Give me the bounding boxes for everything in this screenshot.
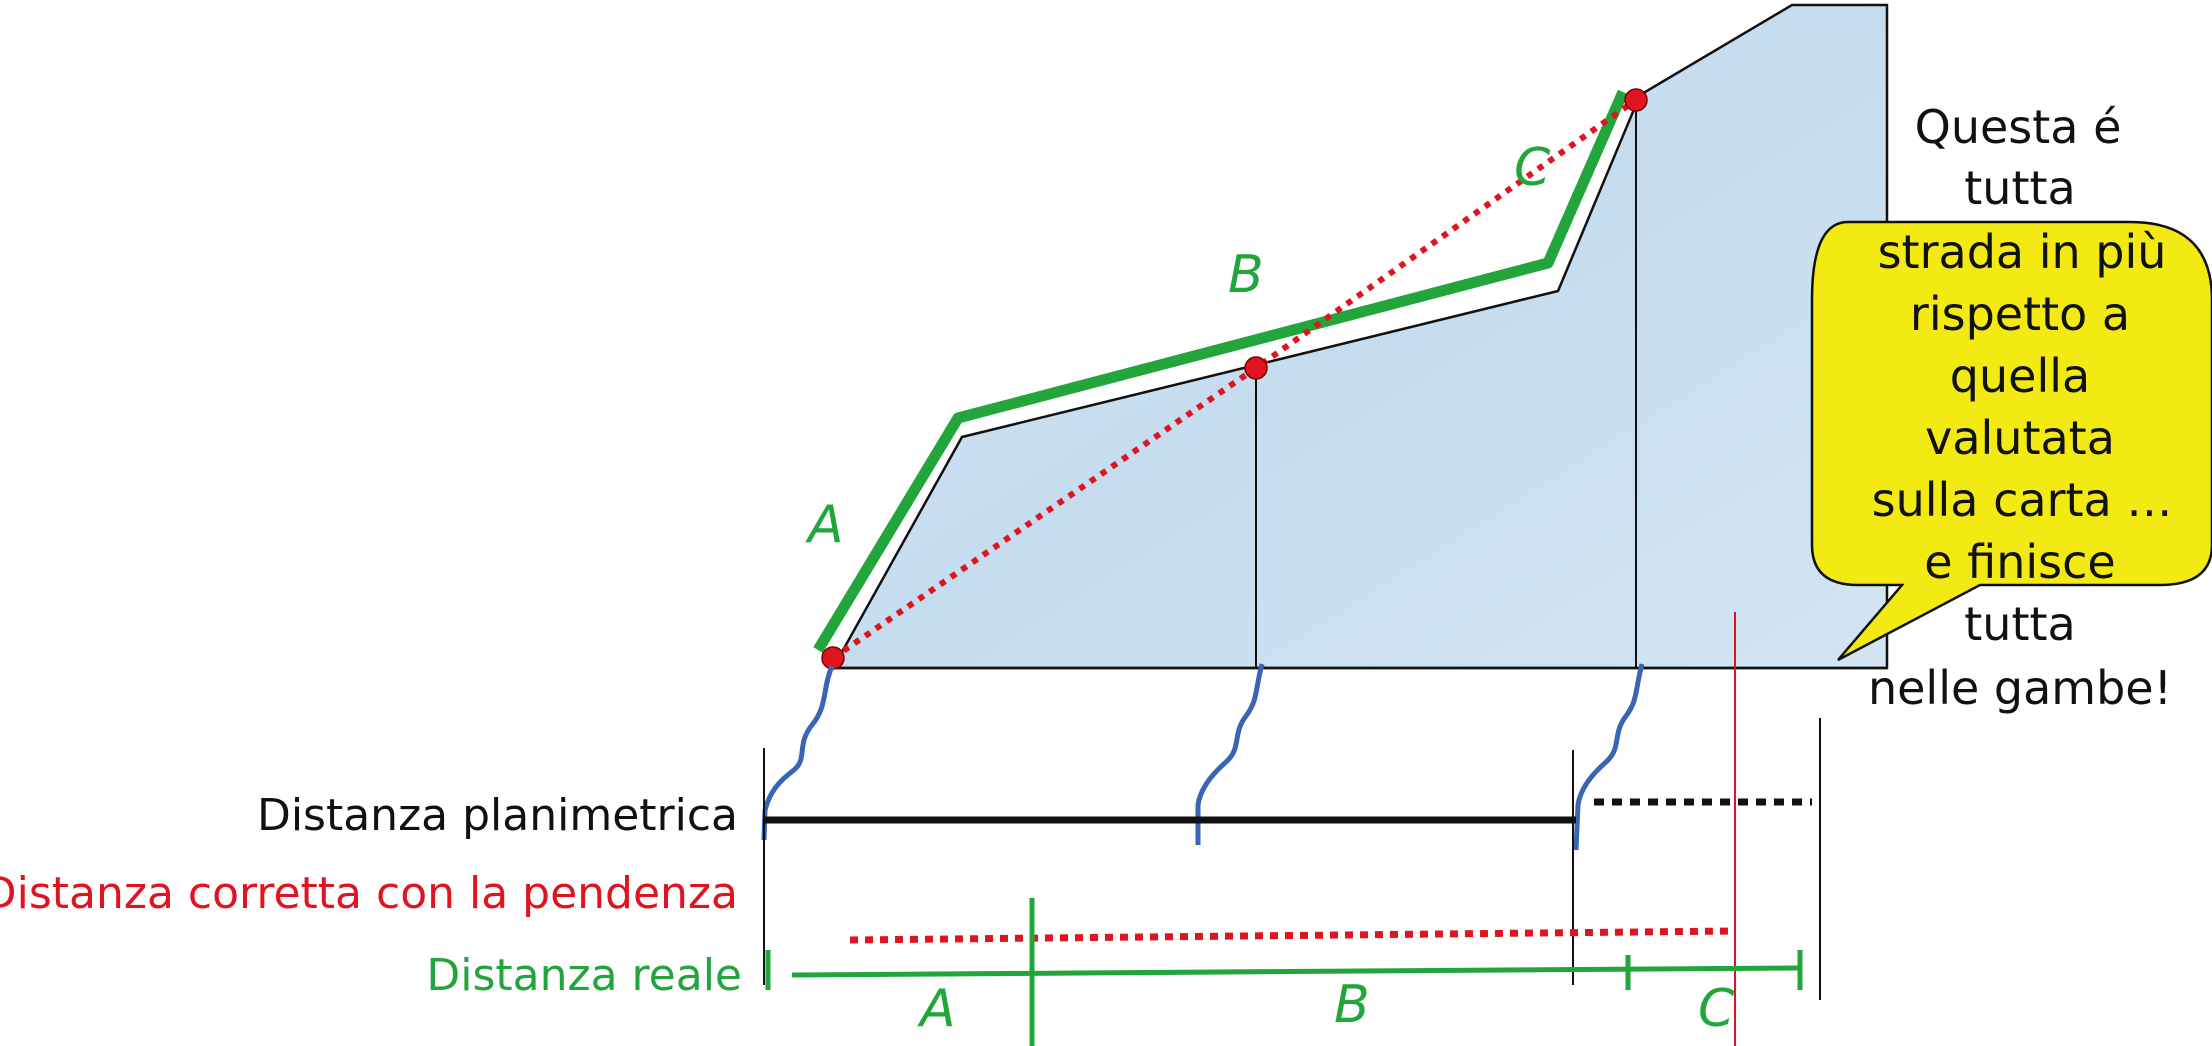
callout-line: valutata (1925, 411, 2115, 465)
callout-line: tutta (1964, 161, 2075, 215)
callout-line: Questa é (1915, 100, 2122, 154)
label-distanza-reale: Distanza reale (426, 950, 742, 1001)
point-middle (1244, 356, 1268, 380)
point-end (1624, 88, 1648, 112)
corrected-distance-line (849, 927, 1736, 944)
label-distanza-planimetrica: Distanza planimetrica (257, 790, 738, 841)
break-mark-left (761, 665, 835, 841)
terrain-profile (830, 3, 1889, 670)
callout-line: e finisce (1924, 535, 2115, 589)
bottom-label-c: C (1698, 979, 1735, 1039)
label-distanza-corretta: Distanza corretta con la pendenza (0, 868, 738, 919)
callout-line: rispetto a (1910, 287, 2130, 341)
bottom-label-b: B (1334, 975, 1370, 1035)
point-start (821, 646, 845, 670)
callout-line: strada in più (1878, 225, 2167, 279)
label-segment-a: A (805, 495, 844, 555)
real-path-line (813, 89, 1629, 653)
callout-line: tutta (1964, 597, 2075, 651)
label-segment-c: C (1514, 138, 1551, 198)
break-mark-right (1573, 663, 1645, 851)
label-segment-b: B (1228, 245, 1264, 305)
callout-line: sulla carta … (1872, 473, 2173, 527)
callout-line: nelle gambe! (1868, 661, 2172, 715)
bottom-label-a: A (917, 979, 956, 1039)
callout-bubble (1810, 220, 2212, 662)
callout-line: quella (1950, 349, 2090, 403)
break-mark-middle (1195, 663, 1265, 845)
real-distance-line (791, 965, 1801, 978)
